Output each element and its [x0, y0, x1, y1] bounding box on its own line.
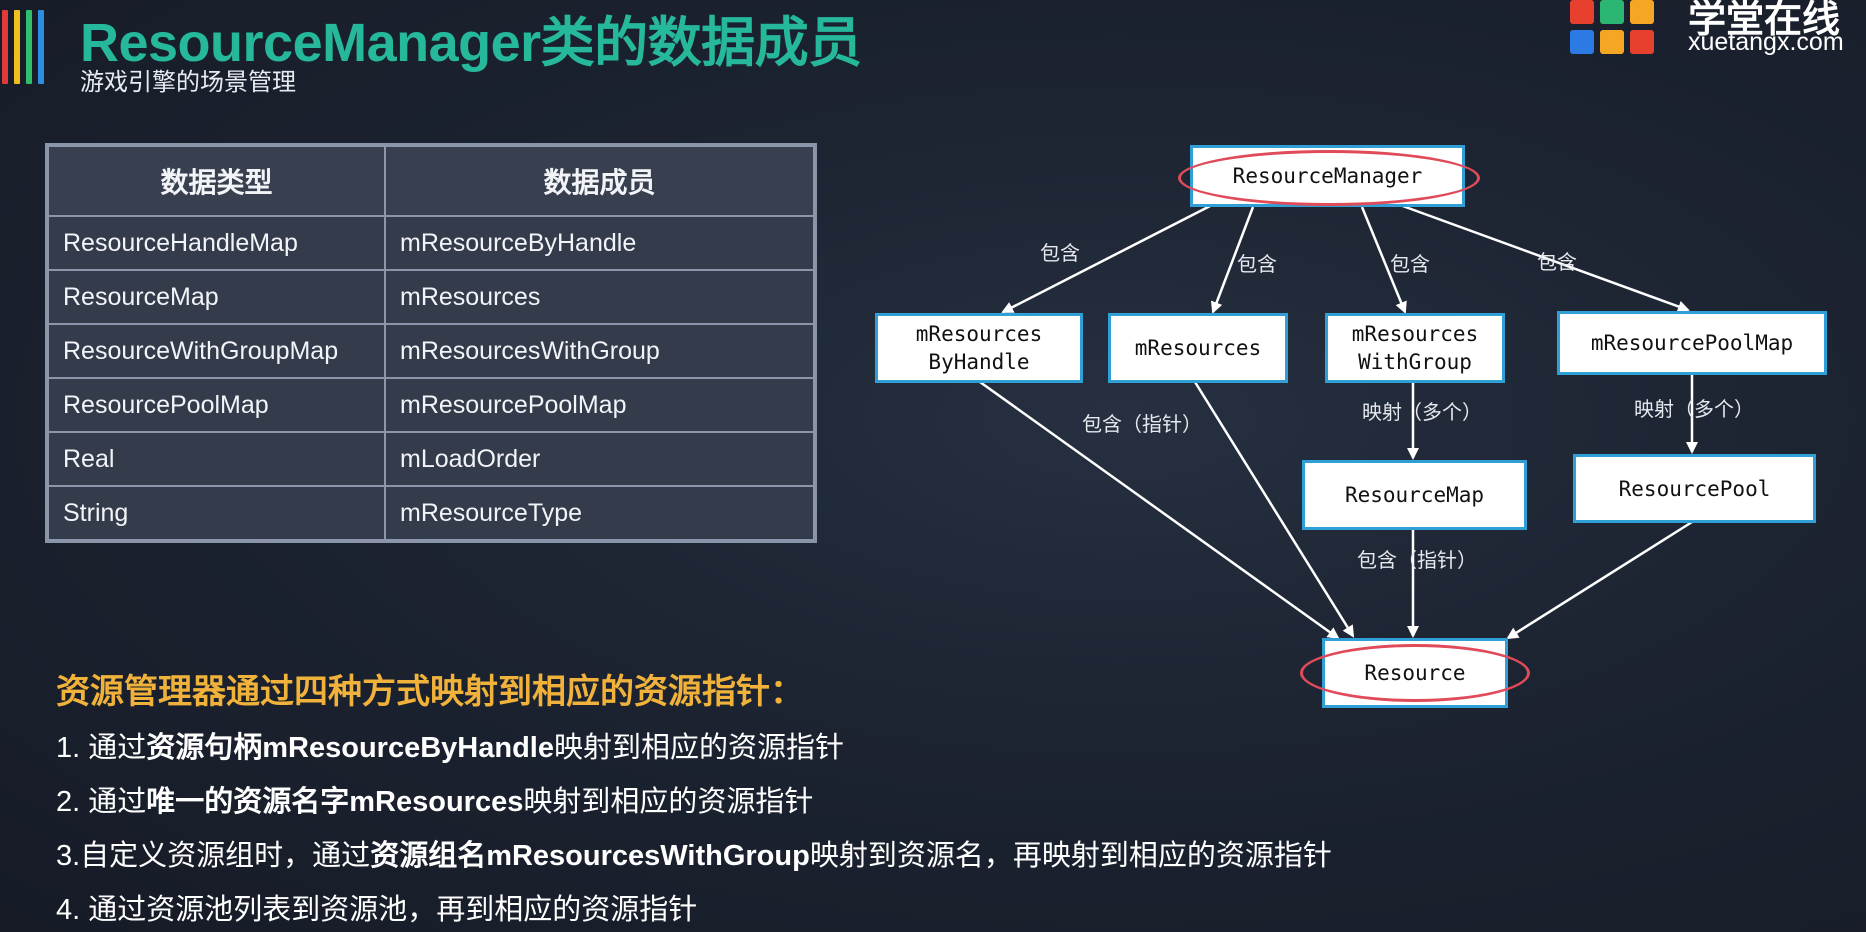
- note-item: 4. 通过资源池列表到资源池，再到相应的资源指针: [56, 894, 698, 926]
- node-resource-pool: ResourcePool: [1573, 454, 1816, 523]
- arrow-resourcepool-to-resource: [1506, 520, 1693, 640]
- column-header-member: 数据成员: [384, 145, 815, 217]
- accent-bar: [2, 10, 8, 84]
- node-m-resources: mResources: [1108, 313, 1288, 383]
- edge-label: 包含: [1040, 243, 1080, 265]
- edge-label: 包含: [1537, 252, 1577, 274]
- cell-type: Real: [47, 431, 386, 487]
- notes-heading: 资源管理器通过四种方式映射到相应的资源指针：: [56, 673, 804, 711]
- highlight-ellipse: [1300, 644, 1530, 702]
- cell-type: ResourceWithGroupMap: [47, 323, 386, 379]
- arrow-manager-to-withgroup: [1360, 206, 1407, 314]
- note-item: 1. 通过资源句柄mResourceByHandle映射到相应的资源指针: [56, 732, 844, 764]
- cell-member: mResources: [384, 269, 815, 325]
- cell-member: mResourcesWithGroup: [384, 323, 815, 379]
- xuetangx-logo: 学堂在线 xuetangx.com: [1570, 0, 1866, 62]
- note-item: 3.自定义资源组时，通过资源组名mResourcesWithGroup映射到资源…: [56, 840, 1332, 872]
- accent-bar: [26, 10, 32, 84]
- arrow-manager-to-byhandle: [1001, 203, 1213, 314]
- slide-title: ResourceManager类的数据成员: [80, 13, 862, 73]
- edge-label: 包含（指针）: [1082, 414, 1202, 436]
- arrow-byhandle-to-resource: [979, 380, 1340, 640]
- edge-label: 映射（多个）: [1362, 402, 1482, 424]
- note-item: 2. 通过唯一的资源名字mResources映射到相应的资源指针: [56, 786, 814, 818]
- logo-grid-icon: [1570, 0, 1660, 58]
- edge-label: 包含: [1390, 254, 1430, 276]
- arrow-manager-to-resources: [1210, 206, 1255, 314]
- column-header-type: 数据类型: [47, 145, 386, 217]
- cell-member: mLoadOrder: [384, 431, 815, 487]
- logo-name: 学堂在线: [1688, 0, 1841, 41]
- cell-type: ResourceHandleMap: [47, 215, 386, 271]
- logo-domain: xuetangx.com: [1688, 28, 1844, 56]
- edge-label: 包含: [1237, 254, 1277, 276]
- cell-member: mResourcePoolMap: [384, 377, 815, 433]
- accent-bar: [38, 10, 44, 84]
- arrow-manager-to-poolmap: [1399, 203, 1690, 313]
- highlight-ellipse: [1178, 150, 1480, 206]
- edge-label: 映射（多个）: [1634, 399, 1754, 421]
- accent-bar: [14, 10, 20, 84]
- cell-type: String: [47, 485, 386, 541]
- edge-label: 包含（指针）: [1357, 550, 1477, 572]
- cell-type: ResourcePoolMap: [47, 377, 386, 433]
- table-header-row: 数据类型 数据成员: [47, 145, 815, 217]
- cell-member: mResourceType: [384, 485, 815, 541]
- node-m-resources-by-handle: mResources ByHandle: [875, 313, 1083, 383]
- node-m-resources-with-group: mResources WithGroup: [1325, 313, 1505, 383]
- cell-member: mResourceByHandle: [384, 215, 815, 271]
- node-m-resource-pool-map: mResourcePoolMap: [1557, 311, 1827, 375]
- cell-type: ResourceMap: [47, 269, 386, 325]
- arrow-resources-to-resource: [1193, 381, 1355, 638]
- node-resource-map: ResourceMap: [1302, 460, 1527, 530]
- slide-subtitle: 游戏引擎的场景管理: [80, 69, 296, 96]
